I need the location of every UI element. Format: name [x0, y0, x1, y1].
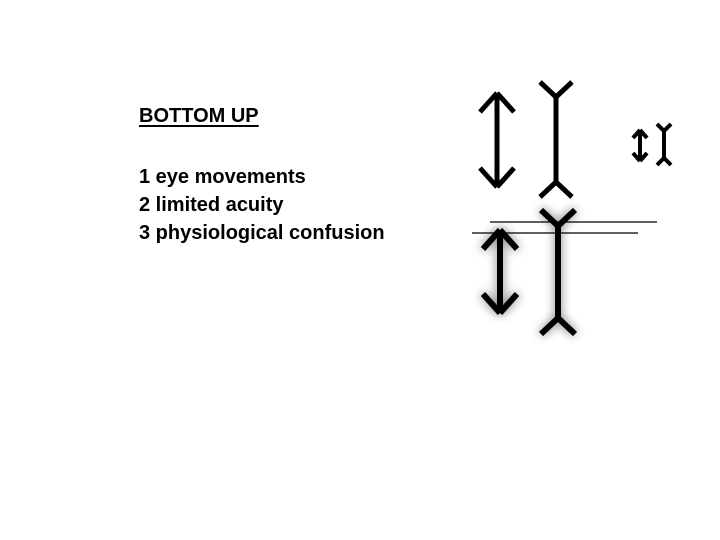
list-item: 1 eye movements: [139, 166, 306, 188]
text-block: BOTTOM UP 1 eye movements 2 limited acui…: [139, 103, 469, 244]
top-double-arrow-fins-in-icon: [478, 91, 516, 189]
small-shaft-fins-out-icon: [655, 122, 673, 167]
bottom-shaft-fins-out-icon: [538, 207, 578, 337]
top-shaft-fins-out-icon: [538, 80, 574, 199]
list-item: 3 physiological confusion: [139, 222, 385, 244]
muller-lyer-figure: [440, 60, 710, 360]
list-item: 2 limited acuity: [139, 194, 284, 216]
page-title: BOTTOM UP: [139, 105, 259, 127]
bottom-double-arrow-fins-in-icon: [480, 227, 520, 316]
small-double-arrow-fins-in-icon: [631, 128, 649, 163]
bullet-list: 1 eye movements 2 limited acuity 3 physi…: [139, 163, 469, 247]
